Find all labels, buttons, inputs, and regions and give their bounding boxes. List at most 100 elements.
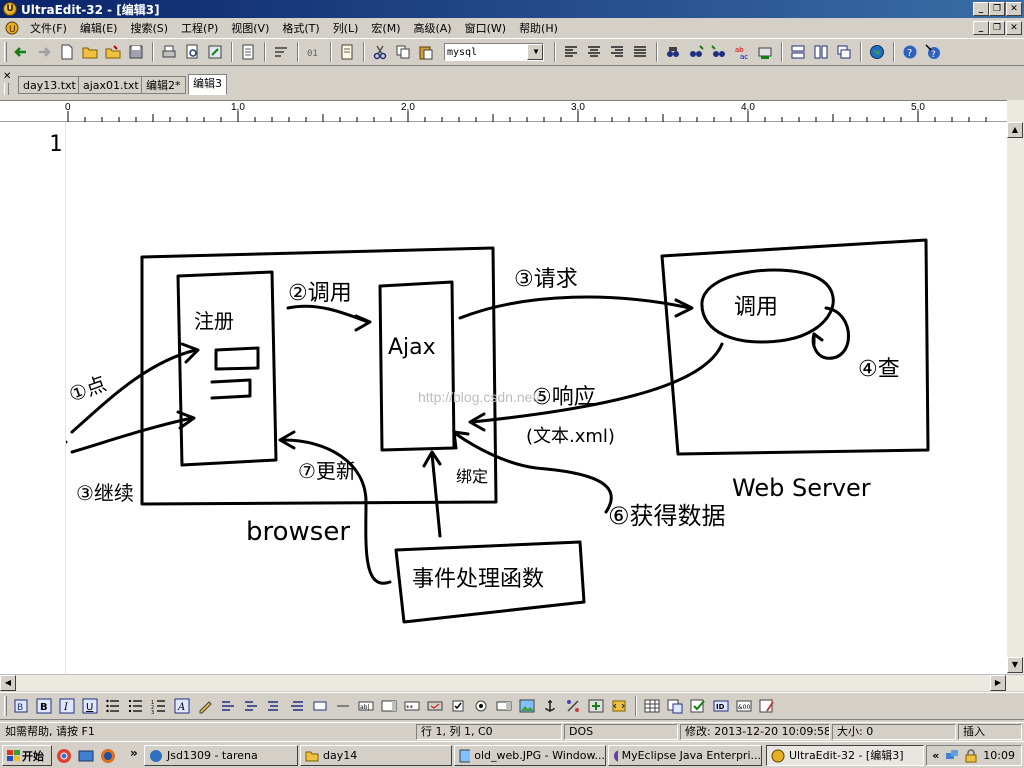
- italic-icon[interactable]: I: [56, 696, 77, 717]
- menu-file[interactable]: 文件(F): [30, 22, 67, 35]
- task-day14[interactable]: day14: [300, 745, 452, 766]
- doc-close-button[interactable]: ✕: [1006, 21, 1022, 35]
- select-icon[interactable]: [493, 696, 514, 717]
- paste-icon[interactable]: [415, 42, 436, 63]
- find-next-icon[interactable]: [685, 42, 706, 63]
- notes-icon[interactable]: [336, 42, 357, 63]
- find-icon[interactable]: [662, 42, 683, 63]
- task-jsd1309[interactable]: Jsd1309 - tarena: [144, 745, 298, 766]
- scroll-down-icon[interactable]: ▼: [1007, 657, 1023, 673]
- tile-horizontal-icon[interactable]: [787, 42, 808, 63]
- radio-icon[interactable]: [470, 696, 491, 717]
- insert-special-icon[interactable]: [585, 696, 606, 717]
- tray-expand-chevron[interactable]: «: [932, 749, 940, 762]
- menu-advanced[interactable]: 高级(A): [413, 22, 452, 35]
- word-wrap-icon[interactable]: [270, 42, 291, 63]
- open-folder-icon[interactable]: [79, 42, 100, 63]
- font-combo[interactable]: mysql ▼: [444, 43, 544, 61]
- entity-icon[interactable]: &00: [733, 696, 754, 717]
- close-tab-icon[interactable]: ✕: [3, 71, 12, 82]
- underline-icon[interactable]: U: [79, 696, 100, 717]
- heading-3-icon[interactable]: [263, 696, 284, 717]
- task-ultraedit[interactable]: UltraEdit-32 - [编辑3]: [766, 745, 924, 766]
- document-icon[interactable]: U: [4, 20, 20, 36]
- context-help-icon[interactable]: ?: [922, 42, 943, 63]
- print-icon[interactable]: [158, 42, 179, 63]
- table-row-icon[interactable]: [664, 696, 685, 717]
- maximize-button[interactable]: ❐: [989, 2, 1005, 16]
- menu-format[interactable]: 格式(T): [282, 22, 320, 35]
- toolbar-grip[interactable]: [4, 696, 7, 716]
- preview-icon[interactable]: [756, 696, 777, 717]
- menu-help[interactable]: 帮助(H): [519, 22, 558, 35]
- quick-launch-firefox-icon[interactable]: [100, 748, 116, 767]
- network-icon[interactable]: [945, 749, 959, 763]
- image-icon[interactable]: [516, 696, 537, 717]
- menu-edit[interactable]: 编辑(E): [79, 22, 118, 35]
- scroll-up-icon[interactable]: ▲: [1007, 122, 1023, 138]
- html-body-icon[interactable]: B: [10, 696, 31, 717]
- find-prev-icon[interactable]: [708, 42, 729, 63]
- font-icon[interactable]: A: [171, 696, 192, 717]
- tab-edit3[interactable]: 编辑3: [188, 74, 227, 95]
- anchor-icon[interactable]: [539, 696, 560, 717]
- start-button[interactable]: 开始: [2, 745, 52, 766]
- hr-icon[interactable]: [332, 696, 353, 717]
- task-myeclipse[interactable]: MyEclipse Java Enterpri...: [608, 745, 762, 766]
- globe-icon[interactable]: [866, 42, 887, 63]
- textarea-icon[interactable]: [378, 696, 399, 717]
- minimize-button[interactable]: _: [973, 2, 989, 16]
- menu-window[interactable]: 窗口(W): [464, 22, 507, 35]
- quick-launch-show-desktop-icon[interactable]: [78, 748, 94, 767]
- tab-grip[interactable]: [4, 83, 9, 95]
- id-icon[interactable]: ID: [710, 696, 731, 717]
- menu-project[interactable]: 工程(P): [181, 22, 219, 35]
- quick-launch-chrome-icon[interactable]: [56, 748, 72, 767]
- heading-1-icon[interactable]: [217, 696, 238, 717]
- vertical-scrollbar[interactable]: ▲ ▼: [1007, 100, 1024, 674]
- open-recent-icon[interactable]: [102, 42, 123, 63]
- scroll-right-icon[interactable]: ▶: [990, 675, 1006, 691]
- close-button[interactable]: ✕: [1006, 2, 1022, 16]
- cut-icon[interactable]: [369, 42, 390, 63]
- align-center-icon[interactable]: [583, 42, 604, 63]
- toolbar-grip[interactable]: [4, 42, 7, 62]
- page-setup-icon[interactable]: [237, 42, 258, 63]
- text-field-icon[interactable]: ab|: [355, 696, 376, 717]
- align-right-icon[interactable]: [606, 42, 627, 63]
- align-justify-icon[interactable]: [629, 42, 650, 63]
- menu-search[interactable]: 搜索(S): [130, 22, 169, 35]
- menu-view[interactable]: 视图(V): [231, 22, 270, 35]
- scroll-left-icon[interactable]: ◀: [0, 675, 16, 691]
- heading-2-icon[interactable]: [240, 696, 261, 717]
- heading-4-icon[interactable]: [286, 696, 307, 717]
- goto-line-icon[interactable]: [754, 42, 775, 63]
- chevron-down-icon[interactable]: ▼: [527, 44, 543, 60]
- horizontal-scrollbar[interactable]: ◀ ▶: [0, 674, 1024, 691]
- new-file-icon[interactable]: [56, 42, 77, 63]
- list-bullet-icon[interactable]: [125, 696, 146, 717]
- back-arrow-icon[interactable]: [10, 42, 31, 63]
- pen-icon[interactable]: [194, 696, 215, 717]
- form-icon[interactable]: [309, 696, 330, 717]
- task-image-viewer[interactable]: old_web.JPG - Window...: [454, 745, 606, 766]
- bold-icon[interactable]: B: [33, 696, 54, 717]
- password-field-icon[interactable]: **: [401, 696, 422, 717]
- table-icon[interactable]: [641, 696, 662, 717]
- tab-ajax01[interactable]: ajax01.txt: [78, 76, 144, 94]
- tab-day13[interactable]: day13.txt: [18, 76, 81, 94]
- link-icon[interactable]: [562, 696, 583, 717]
- save-icon[interactable]: [125, 42, 146, 63]
- help-icon[interactable]: ?: [899, 42, 920, 63]
- tab-edit2[interactable]: 编辑2*: [141, 76, 186, 94]
- menu-column[interactable]: 列(L): [332, 22, 359, 35]
- button-icon[interactable]: [424, 696, 445, 717]
- menu-macro[interactable]: 宏(M): [371, 22, 401, 35]
- insert-code-icon[interactable]: [608, 696, 629, 717]
- list-unordered-icon[interactable]: [102, 696, 123, 717]
- forward-arrow-icon[interactable]: [33, 42, 54, 63]
- doc-restore-button[interactable]: ❐: [989, 21, 1005, 35]
- align-left-icon[interactable]: [560, 42, 581, 63]
